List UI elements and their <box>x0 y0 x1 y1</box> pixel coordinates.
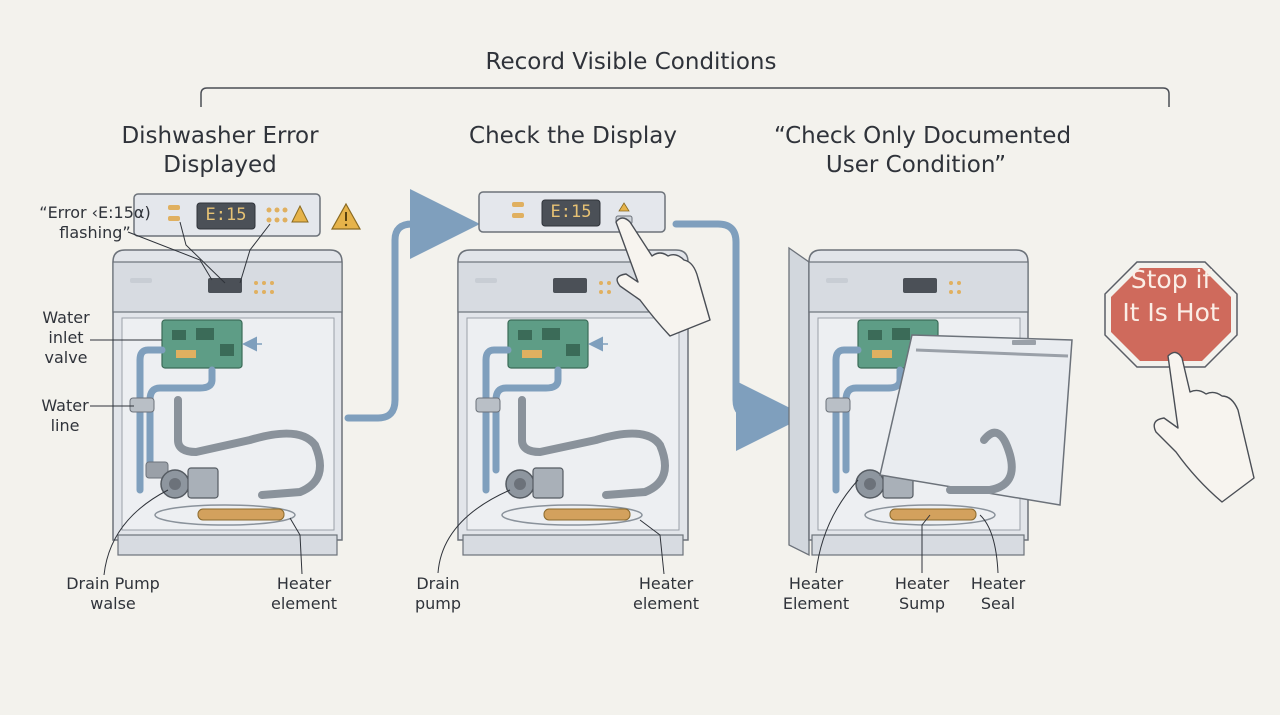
drain-pump-2-line-2: pump <box>414 594 462 613</box>
leaders-2 <box>437 489 665 575</box>
heater-element-2 <box>543 508 631 521</box>
step-3-heading-line-1: “Check Only Documented <box>774 123 1072 149</box>
water-inlet-valve-label: Water inlet valve <box>38 308 94 368</box>
drain-pump-1-line-2: walse <box>90 594 136 613</box>
step-1-heading-line-2: Displayed <box>163 151 277 178</box>
water-inlet-line-2: inlet <box>48 328 84 347</box>
heater-element-2-line-2: element <box>633 594 699 613</box>
leaders-3 <box>815 479 999 574</box>
heater-sump-line-2: Sump <box>898 594 946 613</box>
stop-sign-text: Stop if It Is Hot <box>1106 264 1236 329</box>
stop-sign-line-1: Stop if <box>1130 265 1212 294</box>
heater-element-3 <box>889 508 977 521</box>
step-3-heading-line-2: User Condition” <box>825 151 1007 178</box>
diagram-title: Record Visible Conditions <box>485 49 777 75</box>
step-1-heading-line-1: Dishwasher Error <box>121 123 319 149</box>
display-code-1: E:15 <box>205 205 247 225</box>
warning-icon-panel <box>291 204 309 223</box>
heater-seal-label: Heater Seal <box>962 574 1034 614</box>
water-line-label: Water line <box>36 396 94 436</box>
drain-pump-label-2: Drain pump <box>408 574 468 614</box>
heater-element-3-line-1: Heater <box>788 574 844 593</box>
drain-pump-2-line-1: Drain <box>416 574 460 593</box>
heater-element-1 <box>197 508 285 521</box>
error-flashing-line-1: “Error ‹E:15α) <box>39 203 151 222</box>
error-flashing-label: “Error ‹E:15α) flashing” <box>30 203 160 243</box>
error-display-1 <box>196 202 256 230</box>
title-bracket <box>200 87 1170 107</box>
leaders-1 <box>90 221 303 576</box>
flow-arrow-1 <box>344 189 480 422</box>
error-display-2 <box>541 199 601 227</box>
heater-seal-line-1: Heater <box>970 574 1026 593</box>
step-3-heading: “Check Only Documented User Condition” <box>774 122 1072 180</box>
heater-element-label-3: Heater Element <box>776 574 856 614</box>
heater-sump-label: Heater Sump <box>886 574 958 614</box>
pointing-hand-icon <box>615 217 711 337</box>
heater-element-1-line-2: element <box>271 594 337 613</box>
dishwasher-3 <box>788 246 1073 557</box>
display-code-2: E:15 <box>550 202 592 222</box>
drain-pump-label-1: Drain Pump walse <box>58 574 168 614</box>
dishwasher-door-3 <box>879 334 1073 506</box>
stop-sign-line-2: It Is Hot <box>1122 297 1220 327</box>
flow-arrow-2 <box>672 220 806 451</box>
heater-element-2-line-1: Heater <box>638 574 694 593</box>
step-2-heading: Check the Display <box>469 123 677 149</box>
water-line-line-1: Water <box>41 396 89 415</box>
dishwasher-1 <box>112 193 362 556</box>
drain-pump-1-line-1: Drain Pump <box>66 574 160 593</box>
water-inlet-line-3: valve <box>44 348 88 367</box>
step-1-heading: Dishwasher Error Displayed <box>100 122 340 180</box>
dishwasher-2 <box>457 191 711 556</box>
heater-element-label-2: Heater element <box>626 574 706 614</box>
water-inlet-line-1: Water <box>42 308 90 327</box>
error-flashing-line-2: flashing” <box>59 223 131 242</box>
heater-seal-line-2: Seal <box>980 594 1016 613</box>
water-line-line-2: line <box>50 416 80 435</box>
hand-icon <box>1153 351 1255 503</box>
heater-sump-line-1: Heater <box>894 574 950 593</box>
heater-element-label-1: Heater element <box>264 574 344 614</box>
heater-element-1-line-1: Heater <box>276 574 332 593</box>
heater-element-3-line-2: Element <box>782 594 850 613</box>
stop-sign <box>1104 261 1238 368</box>
